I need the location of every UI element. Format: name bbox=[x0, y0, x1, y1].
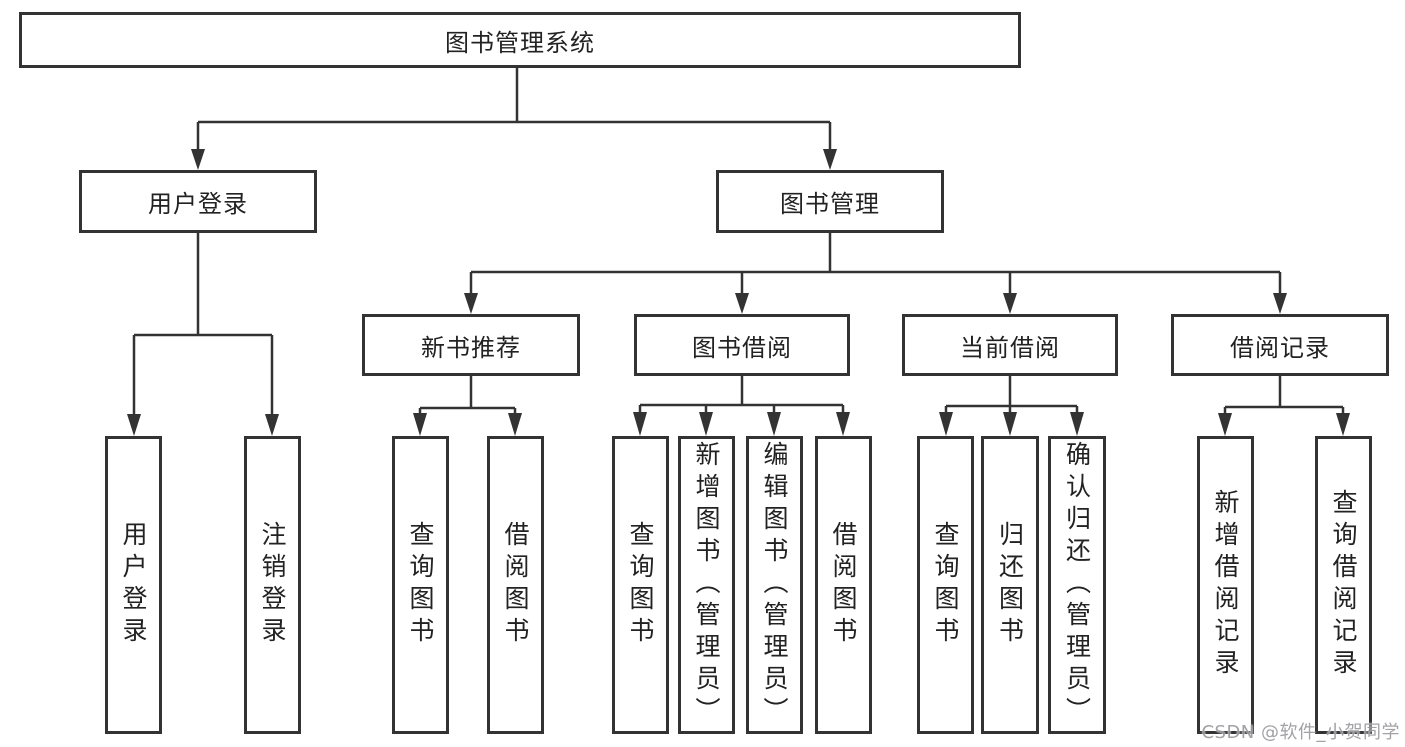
leaf-add-book-admin: 新增图书（管理员） bbox=[678, 436, 735, 734]
leaf-borrow-book: 借阅图书 bbox=[815, 436, 872, 734]
leaf-user-login: 用户登录 bbox=[105, 436, 162, 734]
leaf-label: 查询图书 bbox=[931, 521, 960, 649]
leaf-label: 借阅图书 bbox=[829, 521, 858, 649]
arrowhead-icons bbox=[127, 149, 1350, 436]
node-new-book-recommend: 新书推荐 bbox=[362, 314, 580, 376]
node-user-login: 用户登录 bbox=[79, 170, 317, 233]
leaf-logout: 注销登录 bbox=[244, 436, 301, 734]
leaf-newbook-query-book: 查询图书 bbox=[392, 436, 449, 734]
leaf-borrow-query-book: 查询图书 bbox=[612, 436, 669, 734]
leaf-newbook-borrow-book: 借阅图书 bbox=[487, 436, 544, 734]
node-book-management: 图书管理 bbox=[716, 170, 944, 233]
leaf-edit-book-admin: 编辑图书（管理员） bbox=[746, 436, 803, 734]
leaf-label: 查询图书 bbox=[626, 521, 655, 649]
leaf-label: 查询借阅记录 bbox=[1329, 489, 1358, 681]
node-library-system: 图书管理系统 bbox=[19, 12, 1021, 68]
leaf-confirm-return-admin: 确认归还（管理员） bbox=[1048, 436, 1106, 734]
leaf-query-borrow-record: 查询借阅记录 bbox=[1315, 436, 1372, 734]
leaf-return-book: 归还图书 bbox=[981, 436, 1039, 734]
node-current-borrow: 当前借阅 bbox=[902, 314, 1118, 376]
leaf-label: 编辑图书（管理员） bbox=[760, 441, 789, 729]
leaf-label: 用户登录 bbox=[119, 521, 148, 649]
watermark: CSDN @软件_小贺同学 bbox=[1201, 722, 1400, 743]
leaf-add-borrow-record: 新增借阅记录 bbox=[1197, 436, 1254, 734]
leaf-label: 确认归还（管理员） bbox=[1062, 441, 1092, 729]
leaf-label: 查询图书 bbox=[406, 521, 435, 649]
node-book-borrow: 图书借阅 bbox=[634, 314, 850, 376]
leaf-label: 借阅图书 bbox=[501, 521, 530, 649]
leaf-label: 归还图书 bbox=[995, 521, 1025, 649]
leaf-label: 新增图书（管理员） bbox=[692, 441, 721, 729]
leaf-label: 新增借阅记录 bbox=[1211, 489, 1240, 681]
leaf-label: 注销登录 bbox=[258, 521, 287, 649]
leaf-current-query-book: 查询图书 bbox=[917, 436, 974, 734]
node-borrow-records: 借阅记录 bbox=[1171, 314, 1389, 376]
